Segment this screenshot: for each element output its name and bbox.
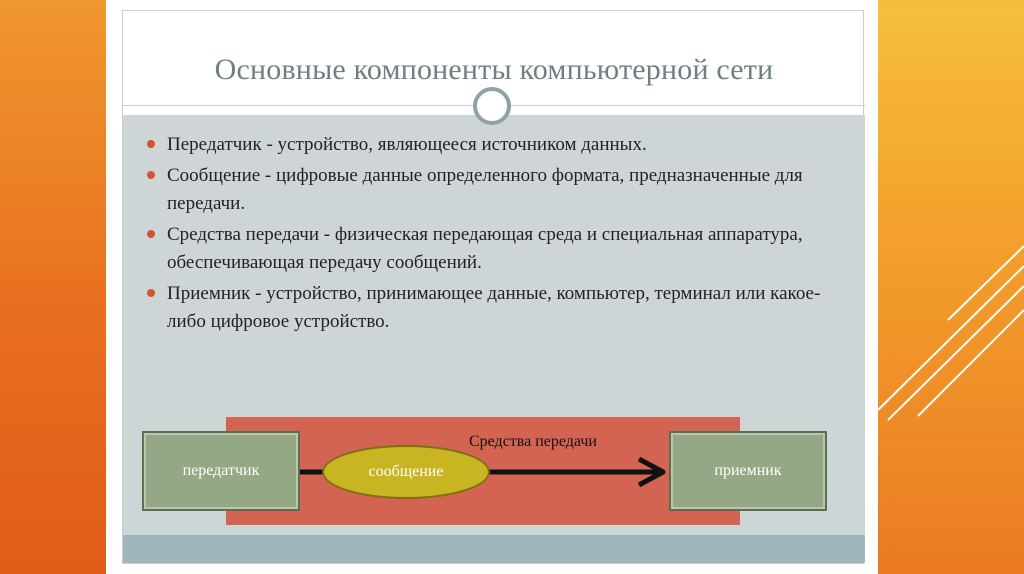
footer-strip <box>123 535 865 563</box>
bullet-icon <box>147 289 155 297</box>
channel-label: Средства передачи <box>468 433 597 450</box>
decorative-lines <box>878 245 1024 421</box>
bullet-list: Передатчик - устройство, являющееся исто… <box>147 131 847 339</box>
background-left <box>0 0 106 574</box>
list-item: Средства передачи - физическая передающа… <box>147 221 847 277</box>
network-diagram: Средства передачи передатчик сообщение п… <box>123 411 865 541</box>
background-right <box>878 0 1024 574</box>
list-item: Передатчик - устройство, являющееся исто… <box>147 131 847 159</box>
slide-frame: Основные компоненты компьютерной сети Пе… <box>122 10 865 564</box>
list-item: Приемник - устройство, принимающее данны… <box>147 280 847 336</box>
bullet-icon <box>147 230 155 238</box>
bullet-icon <box>147 140 155 148</box>
receiver-box: приемник <box>669 431 827 511</box>
arrow-head-icon <box>637 456 666 488</box>
message-oval: сообщение <box>322 445 490 499</box>
slide-title: Основные компоненты компьютерной сети <box>214 53 774 86</box>
bullet-icon <box>147 171 155 179</box>
sender-box: передатчик <box>142 431 300 511</box>
list-item: Сообщение - цифровые данные определенног… <box>147 162 847 218</box>
slide: Основные компоненты компьютерной сети Пе… <box>106 0 878 574</box>
circle-ornament-icon <box>473 87 511 125</box>
